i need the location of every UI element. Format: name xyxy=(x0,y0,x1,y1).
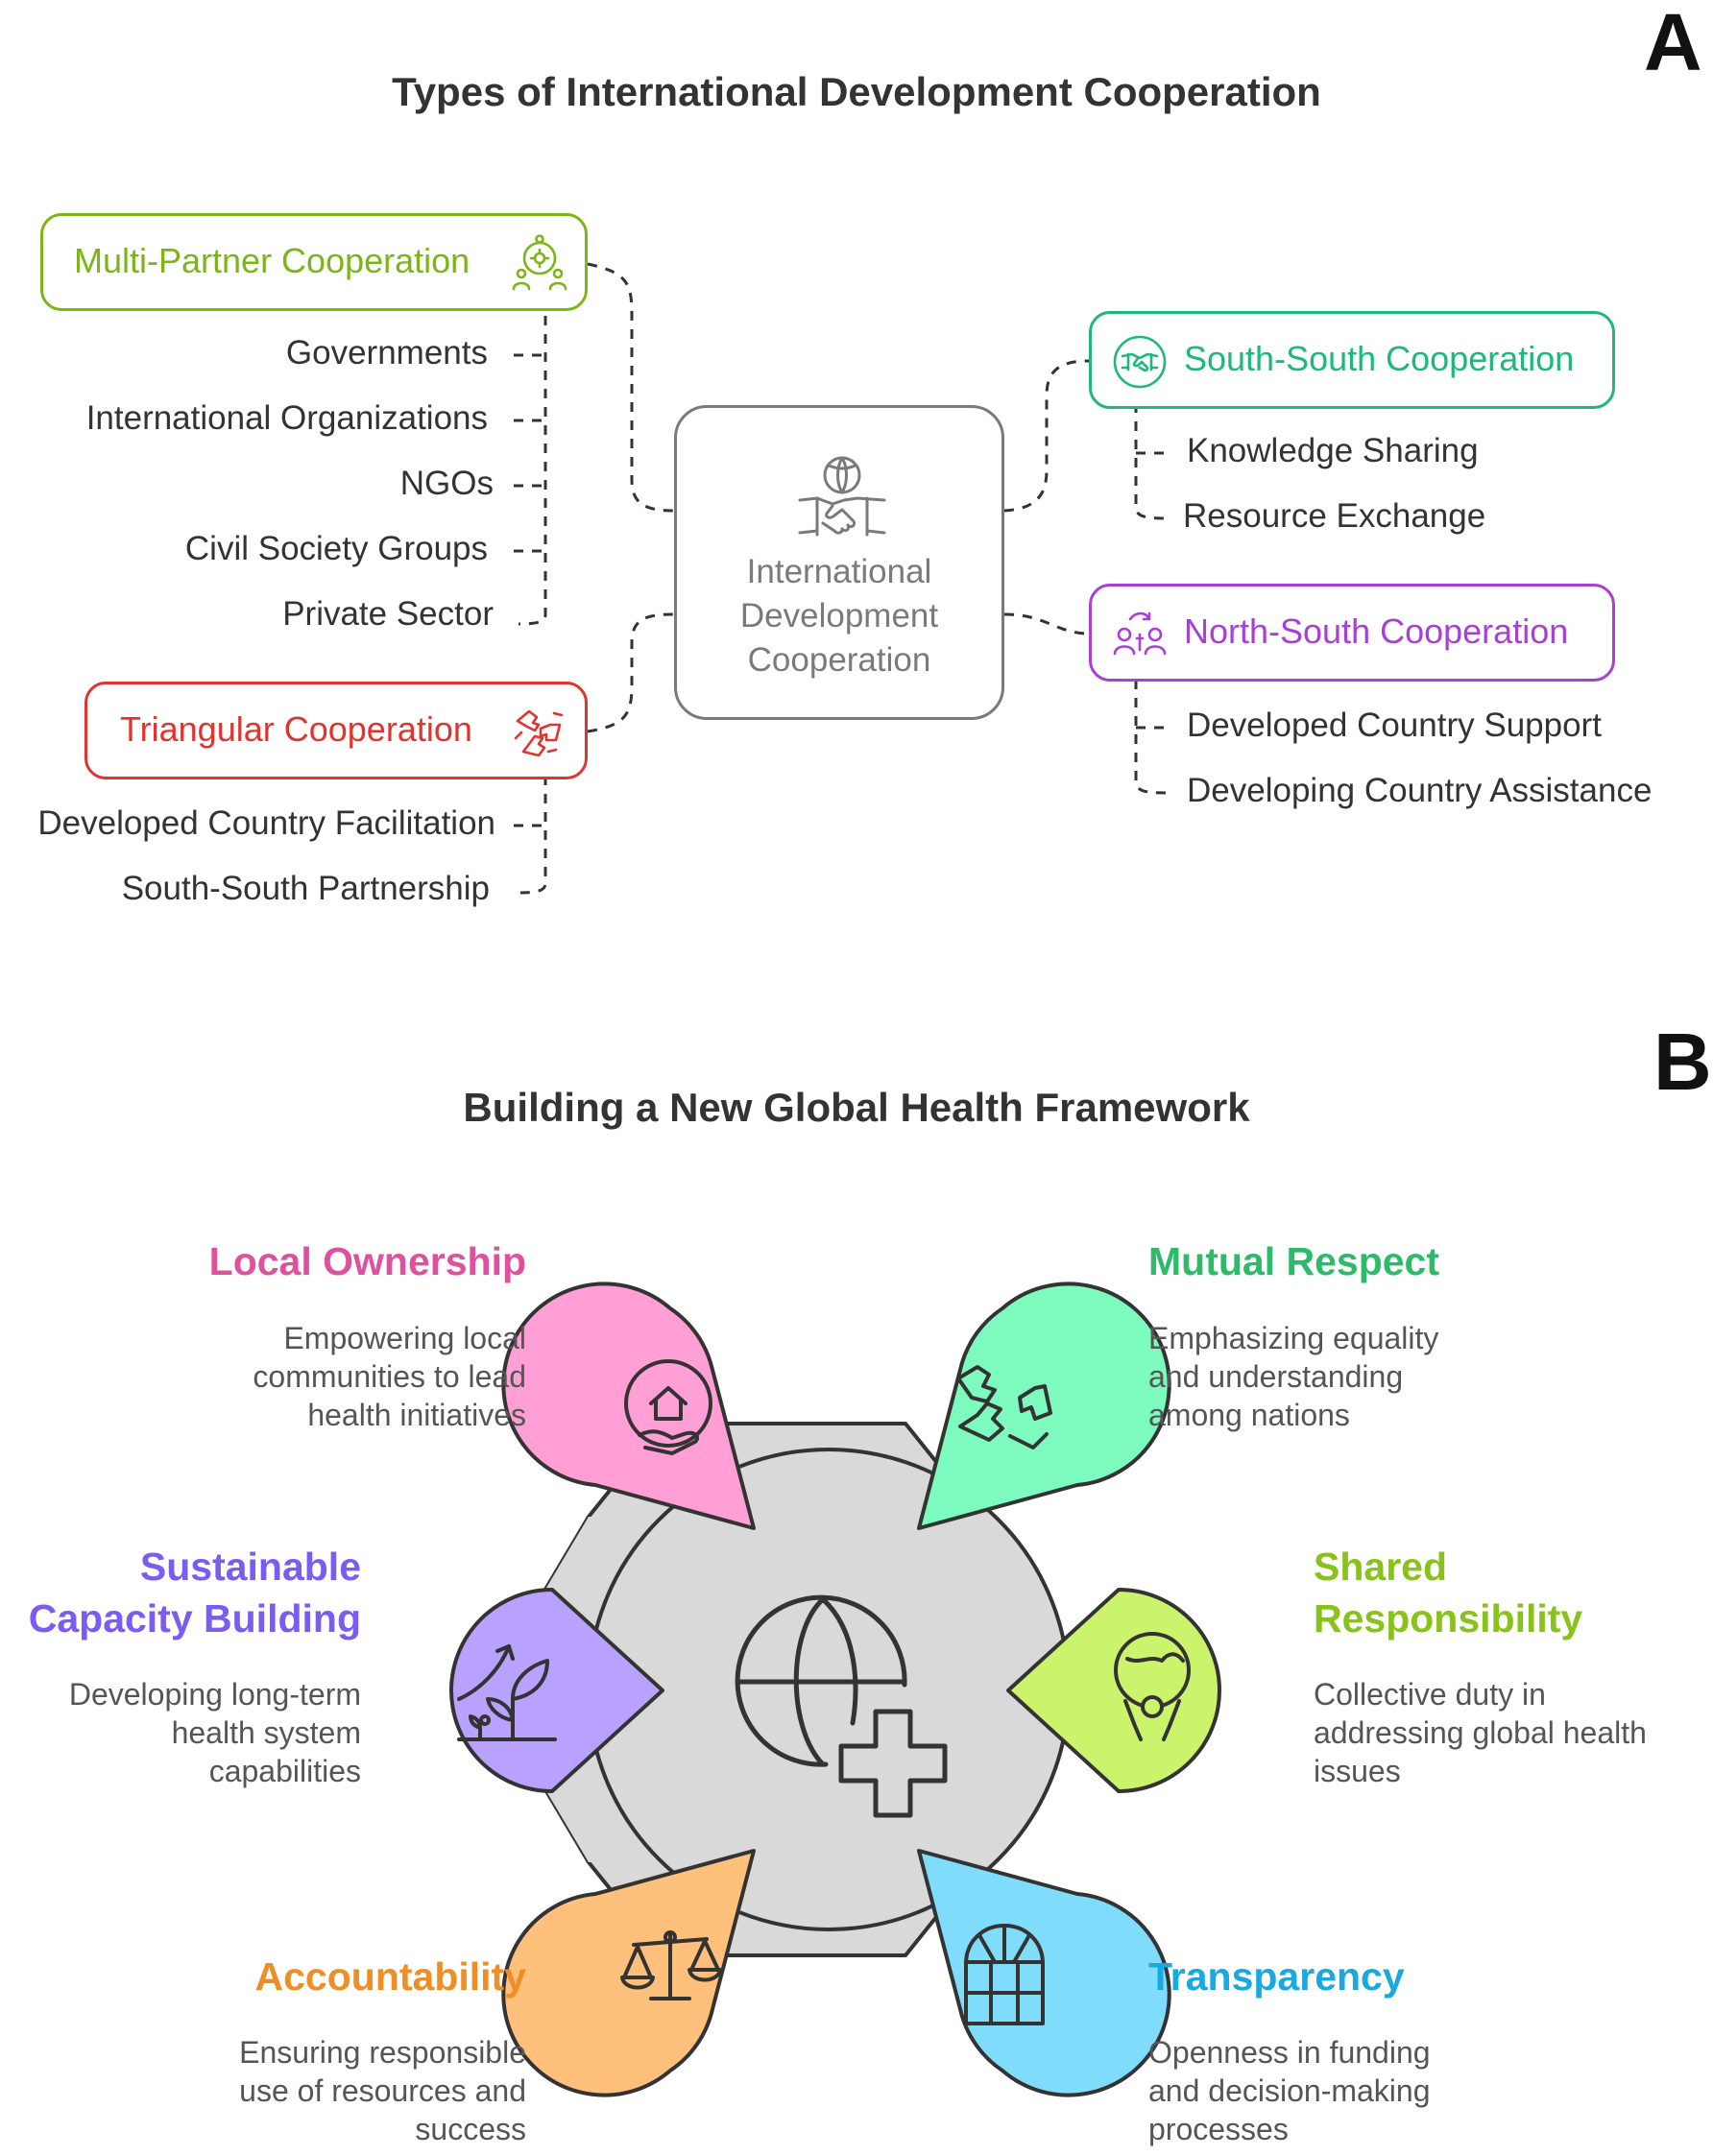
center-box: International Development Cooperation xyxy=(674,405,1004,720)
desc-line: addressing global health xyxy=(1314,1715,1647,1750)
multi-partner-item: Civil Society Groups xyxy=(184,530,488,567)
plant-growth-icon xyxy=(457,1644,557,1741)
south-south-box: South-South Cooperation xyxy=(1089,311,1615,409)
local-ownership-desc: Empowering local communities to lead hea… xyxy=(161,1319,526,1434)
north-south-item: Developing Country Assistance xyxy=(1187,772,1653,809)
connector-triangular-items xyxy=(516,776,547,895)
multi-partner-item: Private Sector xyxy=(282,595,494,633)
desc-line: health initiatives xyxy=(307,1398,526,1432)
multi-partner-item: Governments xyxy=(285,334,488,371)
sustainable-title-line2: Capacity Building xyxy=(28,1596,361,1641)
center-label-line3: Cooperation xyxy=(747,641,931,679)
center-label-line2: Development xyxy=(739,597,939,635)
panel-a-title: Types of International Development Coope… xyxy=(392,69,1321,114)
multi-partner-label: Multi-Partner Cooperation xyxy=(74,241,470,280)
mutual-respect-desc: Emphasizing equality and understanding a… xyxy=(1148,1319,1513,1434)
desc-line: issues xyxy=(1314,1754,1401,1788)
desc-line: Openness in funding xyxy=(1148,2035,1431,2070)
window-icon xyxy=(964,1924,1045,2025)
triangular-item: Developed Country Facilitation xyxy=(37,804,495,842)
north-south-label: North-South Cooperation xyxy=(1184,611,1569,651)
south-south-label: South-South Cooperation xyxy=(1184,339,1575,378)
accountability-desc: Ensuring responsible use of resources an… xyxy=(161,2033,526,2148)
multi-partner-box: Multi-Partner Cooperation xyxy=(40,213,588,311)
desc-line: Developing long-term xyxy=(68,1677,361,1712)
desc-line: communities to lead xyxy=(253,1359,526,1394)
globe-health-cross-icon xyxy=(735,1594,948,1818)
desc-line: success xyxy=(415,2112,526,2146)
connector-south-south xyxy=(1003,359,1090,513)
panel-a-connectors xyxy=(514,262,1168,895)
desc-line: Collective duty in xyxy=(1314,1677,1546,1712)
handshake-circle-icon xyxy=(1113,335,1167,389)
accountability-title: Accountability xyxy=(254,1954,526,1999)
sustainable-desc: Developing long-term health system capab… xyxy=(0,1675,361,1790)
north-south-box: North-South Cooperation xyxy=(1089,584,1615,682)
person-globe-icon xyxy=(1114,1632,1191,1741)
petal-mutual-respect xyxy=(917,1282,1171,1530)
shared-desc: Collective duty in addressing global hea… xyxy=(1314,1675,1698,1790)
south-south-item: Resource Exchange xyxy=(1183,497,1486,535)
south-south-item: Knowledge Sharing xyxy=(1187,432,1479,469)
triangular-box: Triangular Cooperation xyxy=(84,682,588,779)
desc-line: and understanding xyxy=(1148,1359,1404,1394)
desc-line: and decision-making xyxy=(1148,2073,1431,2108)
connector-multi-items xyxy=(518,298,547,626)
connector-south-south-items xyxy=(1134,403,1168,520)
transparency-desc: Openness in funding and decision-making … xyxy=(1148,2033,1513,2148)
transparency-title: Transparency xyxy=(1148,1954,1405,1999)
desc-line: among nations xyxy=(1148,1398,1350,1432)
local-ownership-title: Local Ownership xyxy=(208,1239,526,1283)
shared-title-line1: Shared xyxy=(1314,1545,1447,1589)
petal-shared-responsibility xyxy=(1006,1588,1221,1793)
north-south-item: Developed Country Support xyxy=(1187,707,1602,744)
desc-line: Ensuring responsible xyxy=(239,2035,526,2070)
desc-line: use of resources and xyxy=(239,2073,526,2108)
desc-line: processes xyxy=(1148,2112,1289,2146)
triangular-label: Triangular Cooperation xyxy=(120,709,472,749)
connector-triangular xyxy=(587,612,675,733)
center-label-line1: International xyxy=(746,553,932,590)
people-exchange-icon xyxy=(1113,611,1167,656)
desc-line: Empowering local xyxy=(283,1321,526,1355)
handshake-globe-icon xyxy=(798,456,886,537)
sustainable-title-line1: Sustainable xyxy=(139,1545,361,1589)
panel-b-title: Building a New Global Health Framework xyxy=(463,1085,1250,1130)
desc-line: health system xyxy=(171,1715,361,1750)
three-hands-icon xyxy=(514,709,564,757)
shared-title-line2: Responsibility xyxy=(1314,1596,1583,1641)
petal-accountability xyxy=(501,1849,756,2097)
multi-partner-item: NGOs xyxy=(399,465,494,502)
connector-north-south-items xyxy=(1134,680,1168,795)
panel-letter-b: B xyxy=(1653,1017,1712,1107)
connector-north-south xyxy=(1003,612,1090,635)
desc-line: Emphasizing equality xyxy=(1148,1321,1439,1355)
panel-letter-a: A xyxy=(1644,0,1702,87)
multi-partner-item: International Organizations xyxy=(85,399,488,437)
house-hand-icon xyxy=(624,1359,712,1455)
petal-local-ownership xyxy=(501,1282,756,1530)
hands-shake-icon xyxy=(956,1365,1052,1449)
connector-multi-partner xyxy=(587,262,675,513)
people-network-icon xyxy=(512,234,567,291)
triangular-item: South-South Partnership xyxy=(121,870,490,907)
mutual-respect-title: Mutual Respect xyxy=(1148,1239,1439,1283)
scales-icon xyxy=(620,1930,722,2000)
desc-line: capabilities xyxy=(208,1754,361,1788)
